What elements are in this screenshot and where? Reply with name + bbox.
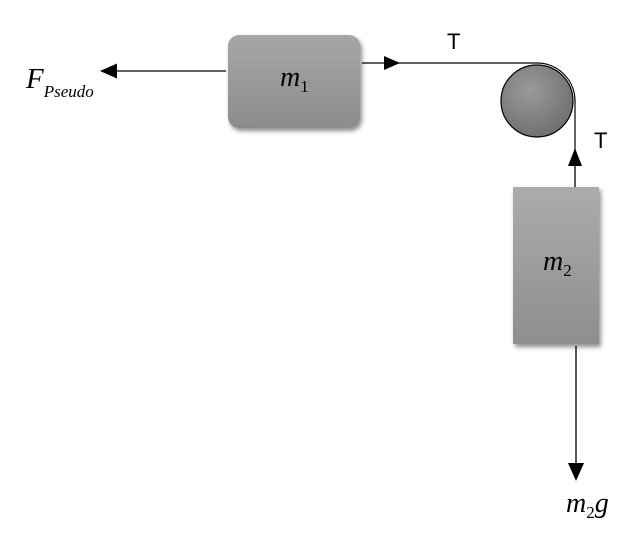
block-m2: [513, 187, 599, 344]
tension-arrow-vertical: [568, 148, 582, 187]
block-m1-label: m1: [280, 62, 309, 96]
weight-label: m2g: [566, 488, 609, 522]
tension-label-vertical: T: [594, 128, 607, 153]
block-m2-label: m2: [543, 246, 572, 280]
pseudo-force-label: FPseudo: [25, 63, 94, 101]
block-m1: [228, 35, 360, 128]
rope-wrap: [536, 62, 576, 165]
weight-arrow: [568, 346, 584, 481]
pseudo-force-arrow: [100, 63, 226, 79]
tension-label-horizontal: T: [447, 29, 460, 54]
tension-arrow-horizontal: [362, 56, 400, 70]
pulley: [500, 64, 574, 138]
